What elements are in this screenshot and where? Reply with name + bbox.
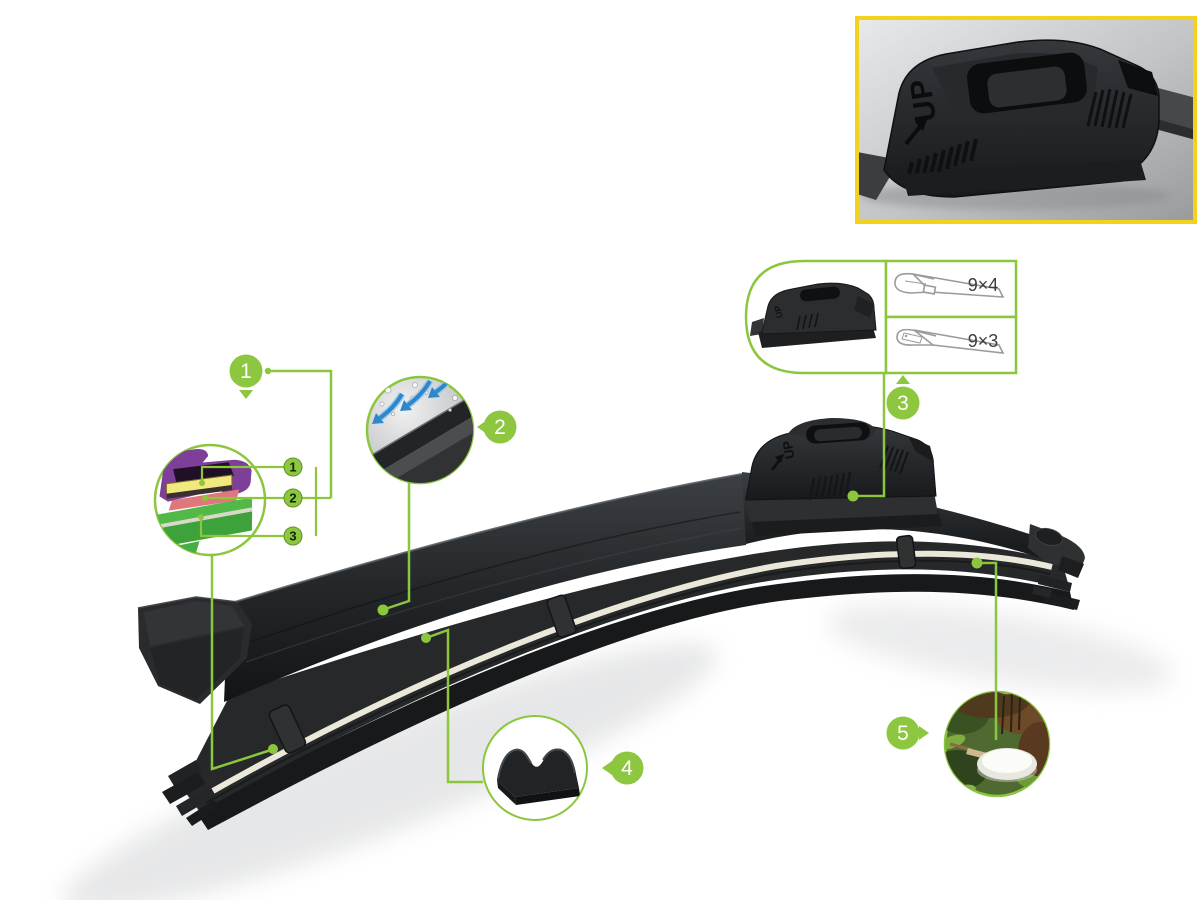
leader-layer3 [199,519,284,538]
callout-5-pointer-icon [919,726,929,740]
size-label-9x3: 9×3 [968,331,999,351]
left-rubber-ends [162,760,220,826]
blade-shadow [62,604,1173,900]
leader-lines [199,369,998,784]
rubber-band [182,541,1070,812]
callout-badge-5: 5 [886,716,929,750]
adapter-grooves [808,471,852,501]
size-label-9x4: 9×4 [968,275,999,295]
layer-3-label: 3 [289,529,296,544]
rubber-profile-art [497,748,580,805]
adapter-claw [908,436,934,462]
right-end-cap [1028,524,1085,578]
blade-adapter: UP [744,418,942,536]
left-end-cap [137,596,252,704]
inset-cross-section [153,443,267,557]
leader-inset1-to-blade [210,555,272,771]
callout-badge-1: 1 [229,354,263,399]
mini-adapter: UP [750,282,877,348]
leader-layer1 [200,465,284,481]
adapter-up-arrow-icon [771,454,784,471]
callout-badge-2: 2 [477,410,517,444]
photo-hatch [1086,88,1133,129]
callout-1-pointer-icon [239,390,253,399]
callout-3-pointer-icon [896,375,910,384]
rubber-clip-mid [546,594,577,638]
inset-aero-edge [365,375,475,485]
leader-inset4-to-blade [425,628,483,784]
callout-5-label: 5 [897,722,909,745]
callout-4-pointer-icon [602,761,612,775]
dot-layer3 [198,514,204,520]
hook-9x4-drawing [894,272,1005,298]
spoiler-ridge-dark [249,511,741,643]
callout-1-label: 1 [240,360,252,383]
photo-claw [1118,60,1158,96]
photo-base [902,160,1146,196]
spoiler-top-highlight [227,473,743,605]
layer-badge-1: 1 [283,457,303,477]
layer-1-label: 1 [289,460,296,475]
inset-size-panel: UP 9×4 9×3 [744,259,1018,375]
inset-photo-art: UP [857,39,1195,210]
callout-2-pointer-icon [477,420,487,434]
layer-badge-2: 2 [283,488,303,508]
dot-callout1-start [264,367,272,375]
photo-yellow-border [855,16,1197,224]
callout-badge-4: 4 [602,751,644,785]
latex-photo-art [945,692,1049,796]
leader-inset2-to-blade [384,483,411,611]
wiper-blade: UP [137,418,1085,830]
leader-inset5-to-blade [977,561,998,740]
photo-up-label: UP [904,76,943,124]
layer-badge-3: 3 [283,526,303,546]
spline-stripe-shadow [205,559,1051,804]
dot-layer2 [202,495,208,501]
airflow-arrows-icon [372,377,462,424]
spoiler-ridge-light [245,527,743,663]
layer-2-label: 2 [289,491,296,506]
squeegee-strip [196,574,1074,830]
callout-4-label: 4 [621,757,633,780]
dot-blade-rubber [268,744,278,754]
hook-9x3-drawing [896,328,1005,354]
callout-3-label: 3 [897,392,909,415]
photo-up-arrow-icon [904,117,928,146]
callout-2-label: 2 [494,416,506,439]
mini-adapter-up-label: UP [773,305,785,319]
leader-dots [198,367,983,754]
dot-blade-right [971,557,983,569]
adapter-up-label: UP [779,439,797,460]
right-rubber-ends [1032,575,1080,610]
callout-badge-3: 3 [886,375,920,420]
dot-blade-spoiler [377,604,389,616]
leader-callout1 [268,369,333,498]
inset-photo-frame: UP [855,16,1197,224]
dot-blade-adapter [847,490,859,502]
inset-rubber-profile [482,715,588,821]
leader-panel3-to-adapter [856,373,886,498]
dot-layer1 [199,480,205,486]
rubber-clip-left [268,704,307,754]
rubber-clip-right [895,534,917,570]
dot-blade-stripe [421,633,431,643]
spline-stripe [202,550,1053,799]
